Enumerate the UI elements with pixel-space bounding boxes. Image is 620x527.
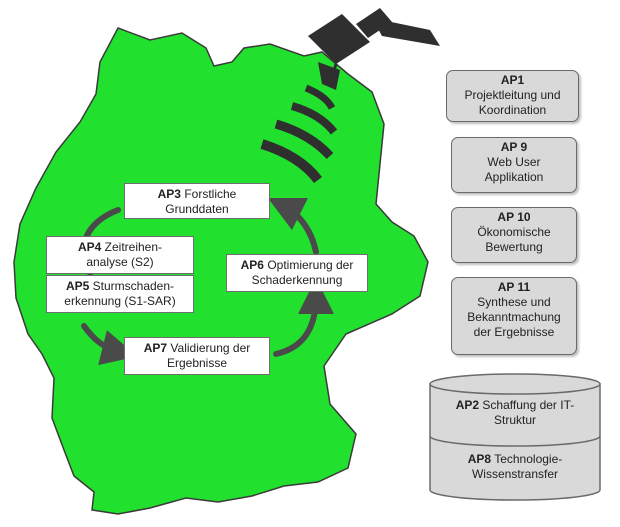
- ap8-line2: Wissenstransfer: [471, 467, 559, 481]
- ap5-box: AP5 Sturmschaden- erkennung (S1-SAR): [46, 275, 194, 313]
- ap11-line3: der Ergebnisse: [473, 325, 555, 339]
- ap3-line2: Grunddaten: [165, 202, 229, 216]
- ap4-text: Zeitreihen-: [104, 240, 163, 254]
- ap7-box: AP7 Validierung der Ergebnisse: [124, 337, 270, 375]
- ap8-label: AP8 Technologie- Wissenstransfer: [436, 452, 594, 482]
- arrow-ap7-to-ap6: [273, 278, 334, 357]
- ap10-code: AP 10: [497, 210, 531, 224]
- ap2-code: AP2: [455, 398, 480, 412]
- ap4-line2: analyse (S2): [86, 255, 154, 269]
- ap1-line2: Koordination: [478, 103, 547, 117]
- ap3-box: AP3 Forstliche Grunddaten: [124, 183, 270, 219]
- ap1-code: AP1: [500, 73, 525, 87]
- ap7-line2: Ergebnisse: [166, 356, 228, 370]
- ap6-code: AP6: [240, 258, 264, 272]
- ap2-label: AP2 Schaffung der IT- Struktur: [436, 398, 594, 428]
- ap9-code: AP 9: [500, 140, 528, 154]
- signal-waves: [260, 84, 338, 184]
- ap10-box: AP 10 Ökonomische Bewertung: [451, 207, 577, 263]
- ap10-line2: Bewertung: [485, 240, 543, 254]
- satellite-icon: [308, 8, 440, 90]
- arrow-ap5-to-ap7: [81, 323, 138, 366]
- ap9-line2: Applikation: [484, 170, 544, 184]
- ap7-code: AP7: [143, 341, 168, 355]
- ap1-line1: Projektleitung und: [464, 88, 561, 102]
- arrow-ap6-to-ap3: [267, 197, 319, 255]
- ap5-code: AP5: [65, 279, 90, 293]
- ap9-line1: Web User: [487, 155, 541, 169]
- ap11-line2: Bekanntmachung: [467, 310, 561, 324]
- ap8-text: Technologie-: [494, 452, 563, 466]
- ap5-text: Sturmschaden-: [92, 279, 175, 293]
- ap8-code: AP8: [467, 452, 492, 466]
- data-cylinder: [429, 373, 601, 501]
- ap11-line1: Synthese und: [477, 295, 551, 309]
- ap11-box: AP 11 Synthese und Bekanntmachung der Er…: [451, 277, 577, 355]
- ap4-box: AP4 Zeitreihen- analyse (S2): [46, 236, 194, 274]
- ap4-code: AP4: [77, 240, 102, 254]
- ap6-line2: Schaderkennung: [251, 273, 343, 287]
- ap2-text: Schaffung der IT-: [482, 398, 575, 412]
- ap3-code: AP3: [157, 187, 181, 201]
- ap9-box: AP 9 Web User Applikation: [451, 137, 577, 193]
- ap2-line2: Struktur: [493, 413, 536, 427]
- ap7-text: Validierung der: [170, 341, 251, 355]
- ap11-code: AP 11: [497, 280, 531, 294]
- ap5-line2: erkennung (S1-SAR): [64, 294, 176, 308]
- ap6-box: AP6 Optimierung der Schaderkennung: [226, 254, 368, 292]
- ap3-text: Forstliche: [184, 187, 237, 201]
- ap6-text: Optimierung der: [267, 258, 354, 272]
- ap1-box: AP1 Projektleitung und Koordination: [446, 70, 579, 122]
- ap10-line1: Ökonomische: [477, 225, 551, 239]
